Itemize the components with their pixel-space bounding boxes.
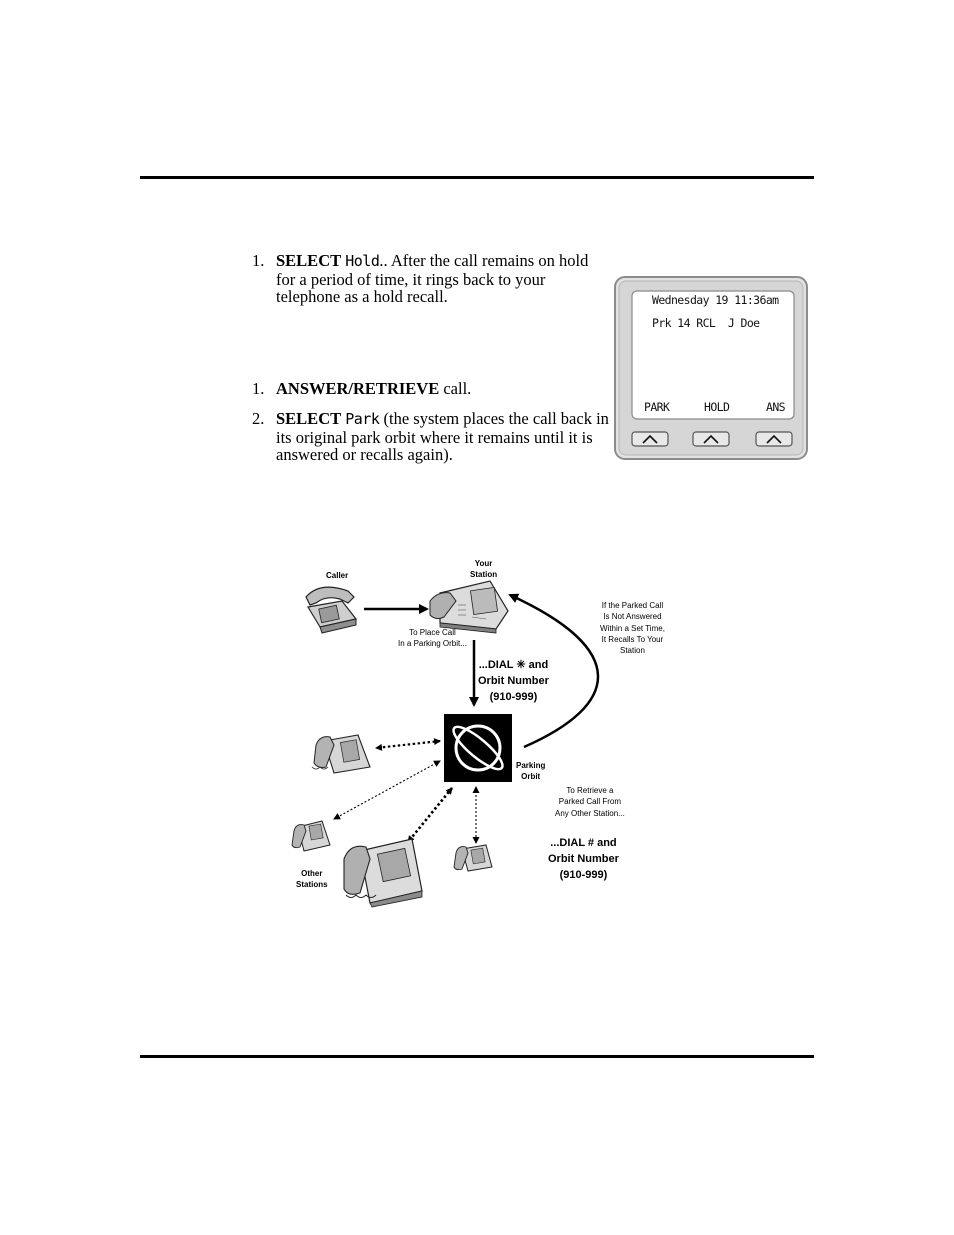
hold-softkey-ref: Hold [345,252,380,270]
top-rule [140,176,814,179]
place-call-label: To Place Call In a Parking Orbit... [398,628,467,649]
step-text: call. [439,379,472,398]
step-number: 2. [252,409,265,428]
step-body: SELECT Hold.. After the call remains on … [276,252,606,306]
your-station-phone-icon [429,580,509,634]
bottom-rule [140,1055,814,1058]
other-station-phone-icon [311,734,371,774]
step-text: .. After the call remains on hold for a … [276,251,589,306]
step-body: SELECT Park (the system places the call … [276,410,621,464]
parking-orbit-label: Parking Orbit [516,761,546,782]
display-frame [614,276,808,460]
park-softkey-ref: Park [345,410,380,428]
your-station-label: Your Station [470,559,498,580]
other-station-phone-icon [343,838,423,908]
other-station-phone-icon [291,820,331,852]
step-action: SELECT [276,409,342,428]
recall-note-label: If the Parked Call Is Not Answered Withi… [600,601,665,656]
caller-label: Caller [326,571,349,580]
softkey-label-park[interactable]: PARK [644,400,670,414]
phone-display: Wednesday 19 11:36am Prk 14 RCL J Doe PA… [614,276,808,460]
other-stations-label: Other Stations [296,869,328,890]
softkey-label-ans[interactable]: ANS [766,400,786,414]
dial-star-instruction: ...DIAL ✳ and Orbit Number (910-999) [478,659,549,703]
step-number: 1. [252,379,265,398]
diagram-graphics [291,580,600,908]
softkey-buttons [631,431,793,447]
step-number: 1. [252,251,265,270]
step-action: SELECT [276,251,342,270]
step-action: ANSWER/RETRIEVE [276,379,440,398]
parking-orbit-icon [444,714,512,782]
other-station-phone-icon [453,844,493,872]
step-text: (the system places the call back in its … [276,409,609,464]
softkey-label-hold[interactable]: HOLD [704,400,730,414]
retrieve-note-label: To Retrieve a Parked Call From Any Other… [555,786,625,818]
park-orbit-diagram: Caller Your Station To Place Call In a P… [290,555,690,915]
caller-phone-icon [305,586,358,634]
display-line-1: Wednesday 19 11:36am [652,293,779,307]
display-line-2: Prk 14 RCL J Doe [652,316,760,330]
dial-hash-instruction: ...DIAL # and Orbit Number (910-999) [548,837,619,881]
step-body: ANSWER/RETRIEVE call. [276,380,606,398]
